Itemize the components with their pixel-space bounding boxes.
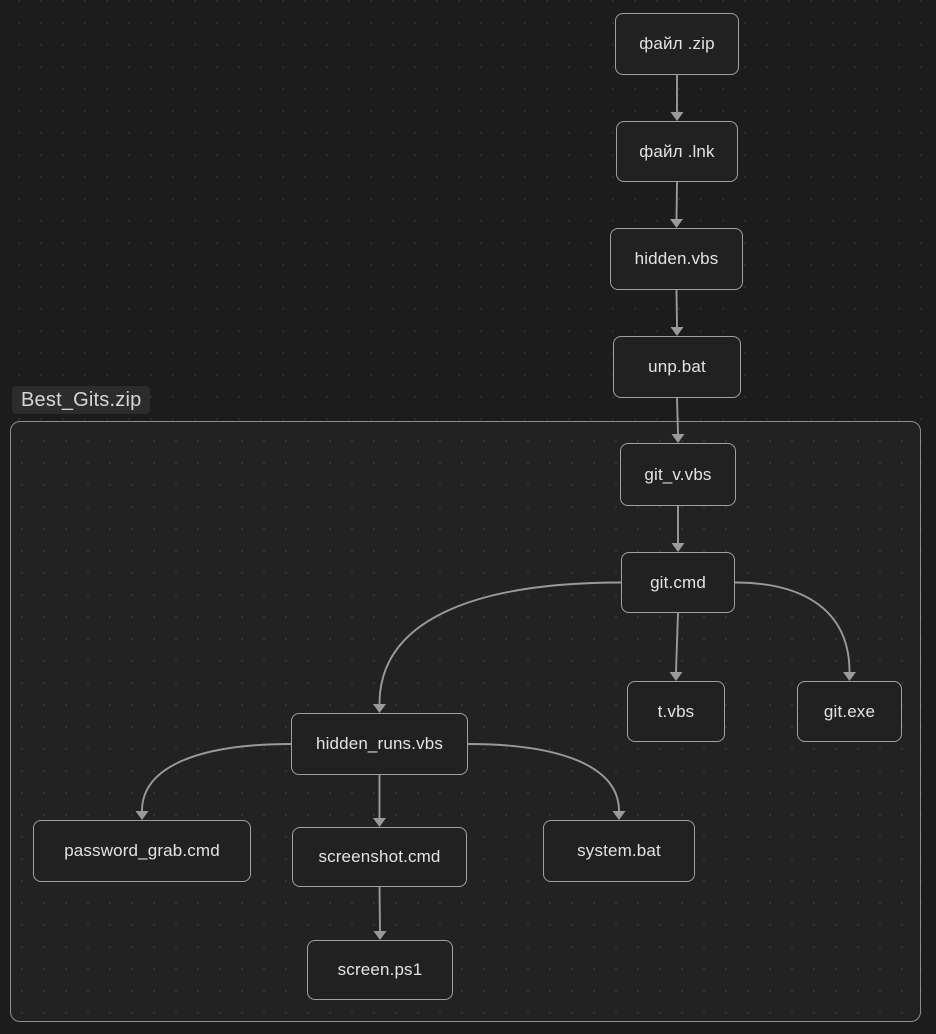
- node-label: screen.ps1: [337, 960, 423, 979]
- node-unpbat[interactable]: unp.bat: [613, 336, 741, 398]
- node-zip[interactable]: файл .zip: [615, 13, 739, 75]
- node-systembat[interactable]: system.bat: [543, 820, 695, 882]
- node-hiddenvbs[interactable]: hidden.vbs: [610, 228, 743, 290]
- node-gitvvbs[interactable]: git_v.vbs: [620, 443, 736, 506]
- node-gitcmd[interactable]: git.cmd: [621, 552, 735, 613]
- edge-hiddenvbs-to-unpbat: [675, 289, 678, 328]
- group-label: Best_Gits.zip: [12, 386, 151, 414]
- node-screenps1[interactable]: screen.ps1: [307, 940, 453, 1000]
- node-lnk[interactable]: файл .lnk: [616, 121, 738, 182]
- edge-lnk-to-hiddenvbs: [675, 181, 678, 220]
- node-label: system.bat: [577, 841, 661, 860]
- node-label: hidden.vbs: [634, 249, 719, 268]
- node-label: файл .lnk: [639, 141, 715, 161]
- node-label: password_grab.cmd: [64, 841, 220, 860]
- node-gitexe[interactable]: git.exe: [797, 681, 902, 742]
- node-passgrab[interactable]: password_grab.cmd: [33, 820, 251, 882]
- node-tvbs[interactable]: t.vbs: [627, 681, 725, 742]
- node-screencmd[interactable]: screenshot.cmd: [292, 827, 467, 887]
- node-label: hidden_runs.vbs: [315, 734, 443, 753]
- node-label: unp.bat: [648, 357, 706, 376]
- node-label: git.exe: [823, 701, 876, 721]
- node-label: git.cmd: [650, 572, 706, 592]
- node-label: t.vbs: [657, 701, 695, 721]
- node-hiddenruns[interactable]: hidden_runs.vbs: [291, 713, 468, 775]
- node-label: screenshot.cmd: [318, 847, 441, 866]
- node-label: git_v.vbs: [644, 464, 712, 484]
- node-label: файл .zip: [639, 34, 715, 53]
